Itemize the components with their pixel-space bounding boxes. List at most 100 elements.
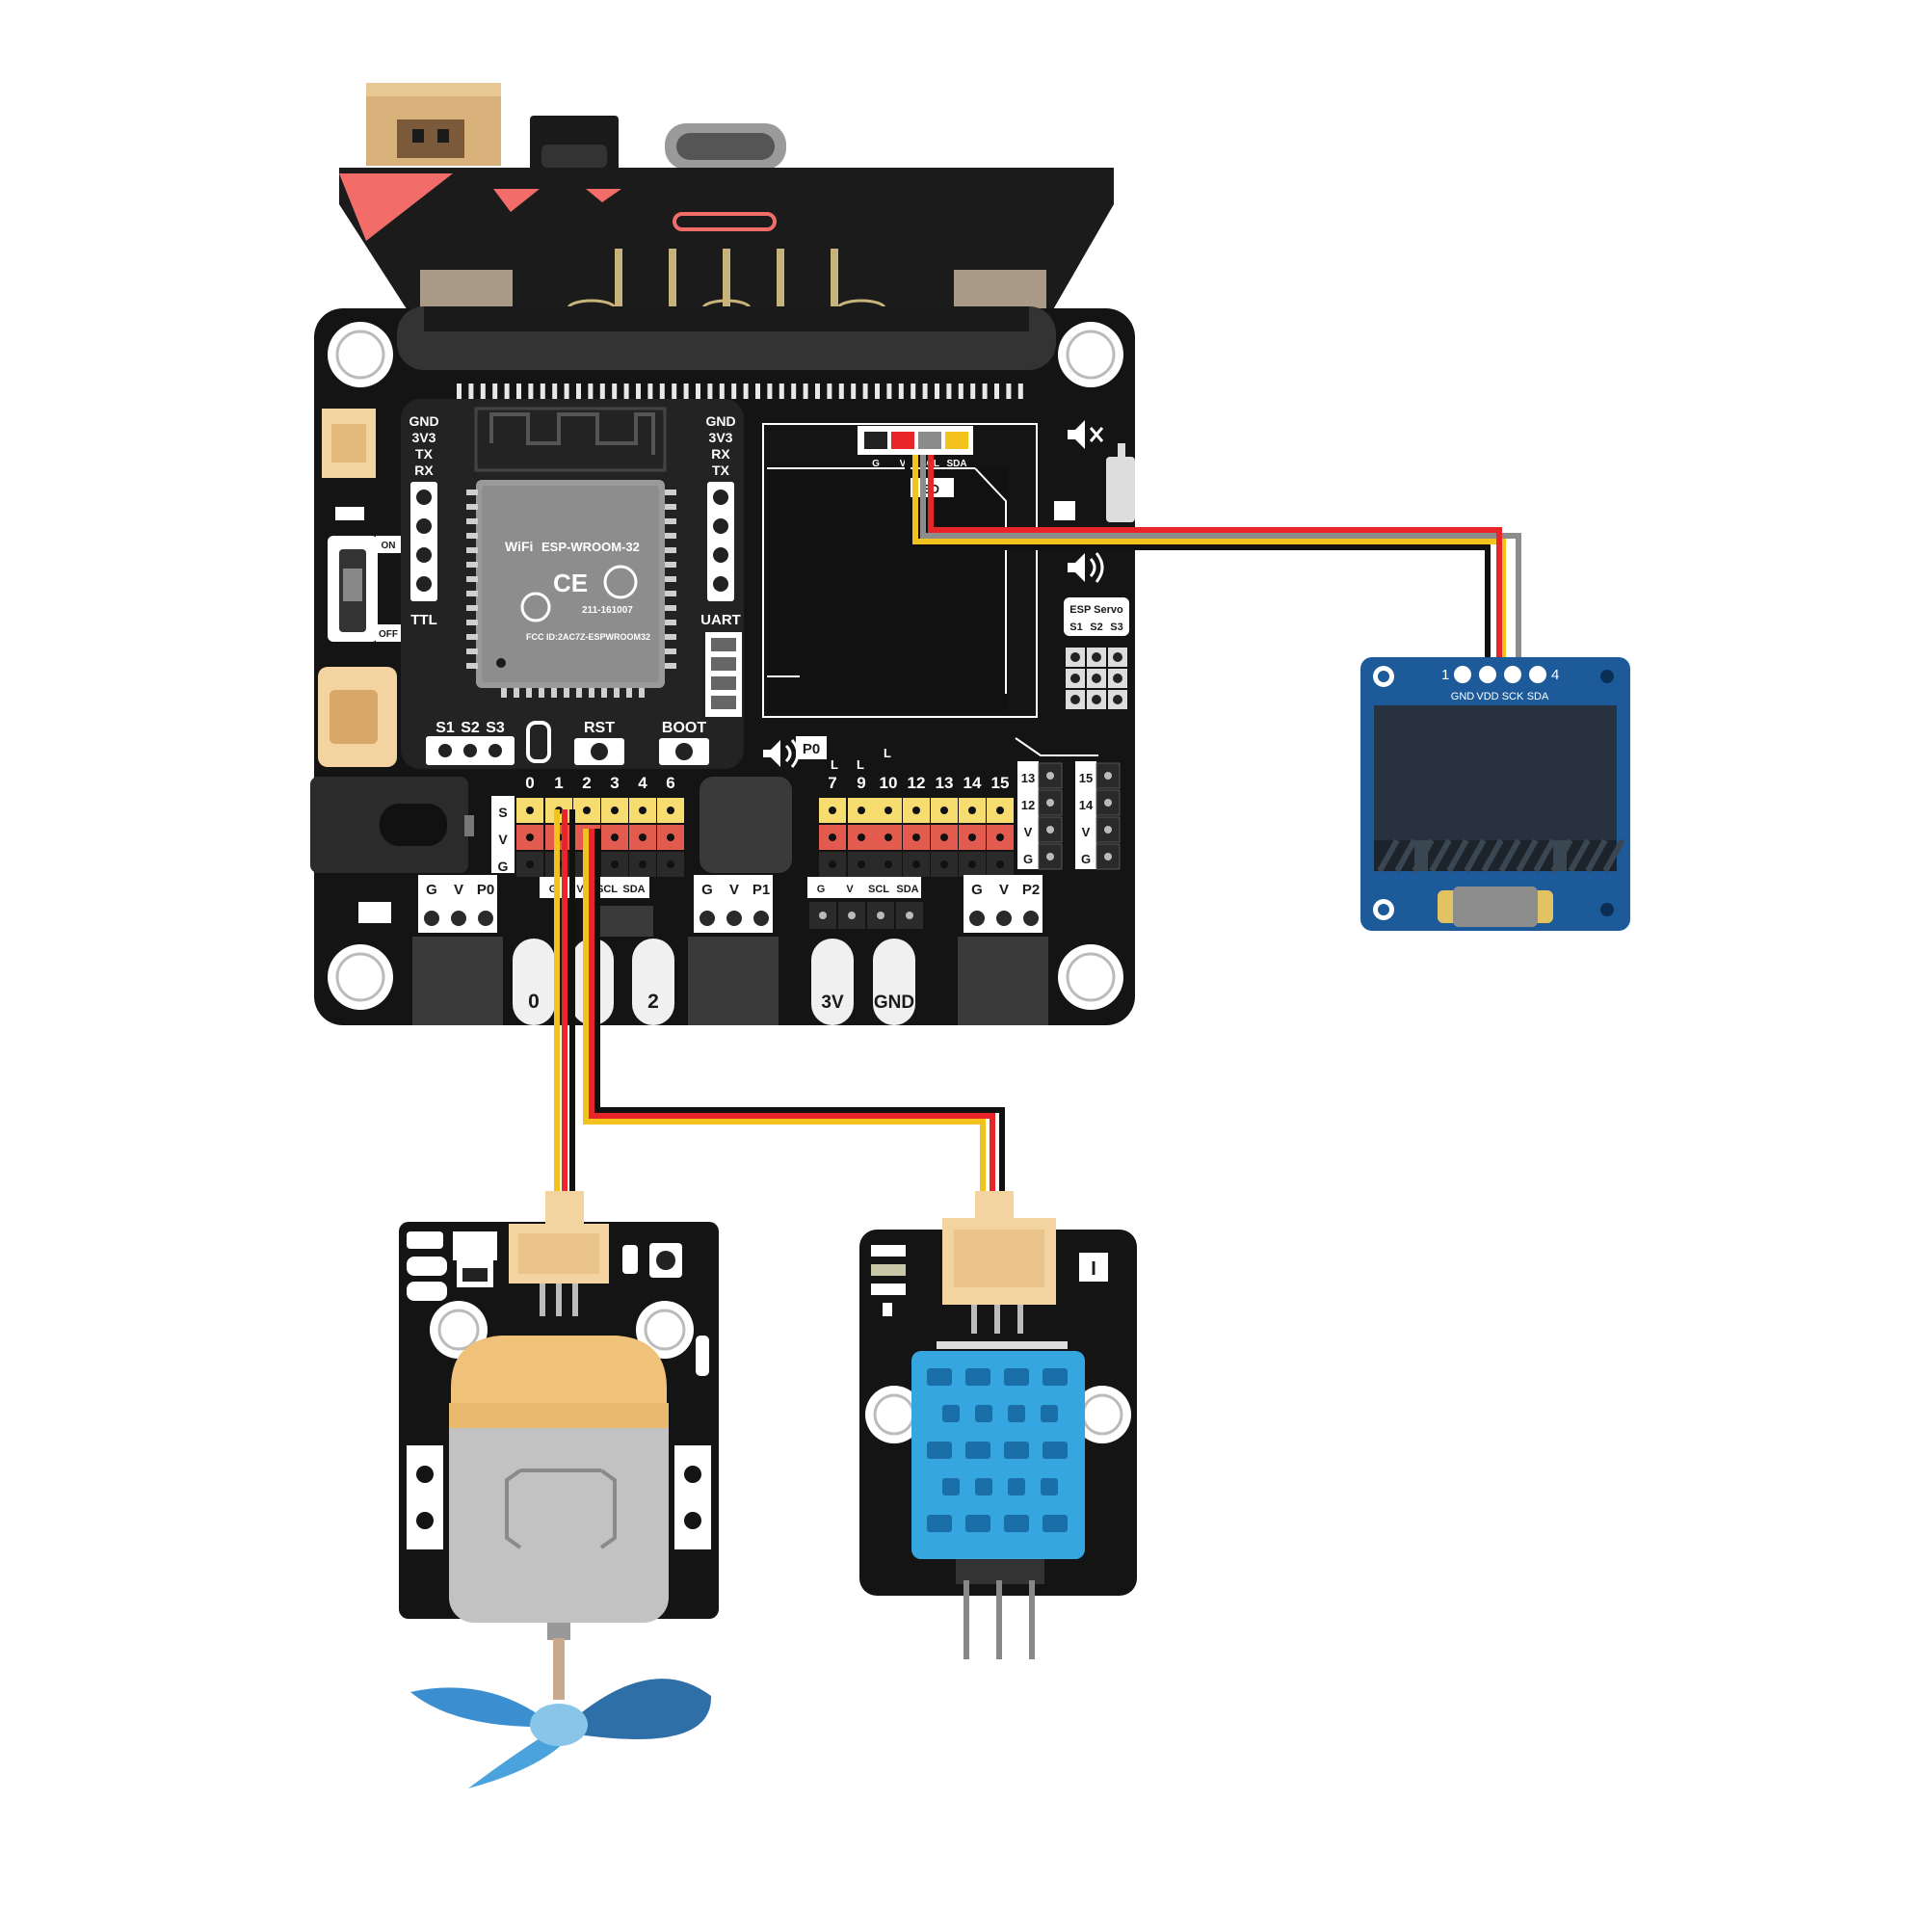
microbit-logo-stripe-3 [586, 189, 621, 202]
ttl-pin [416, 518, 432, 534]
dht-vent [1004, 1515, 1029, 1532]
fan-led-inner [656, 1251, 675, 1270]
rst-button-cap[interactable] [591, 743, 608, 760]
fcc-id: FCC ID:2AC7Z-ESPWROOM32 [526, 632, 650, 642]
edge-tooth [672, 384, 677, 399]
oled-stripe [1377, 838, 1400, 873]
edge-pad-label: GND [874, 992, 914, 1013]
edge-tooth [552, 384, 558, 399]
fan-bracket-hole-4 [684, 1512, 701, 1529]
display-area [767, 468, 1008, 713]
oled-pin-label: GND [1451, 691, 1475, 702]
battery-holder-icon [526, 721, 551, 763]
edge-pad [632, 939, 674, 1025]
edge-tooth [707, 384, 713, 399]
dht11-sensor [911, 1351, 1085, 1559]
sensor-hole-left-inner [873, 1393, 915, 1436]
header-pin [968, 860, 976, 868]
esp-pin-left [466, 663, 478, 669]
bottom-i2c-connector [599, 906, 653, 937]
port-pin [451, 911, 466, 926]
edge-tooth [911, 384, 916, 399]
bottom-i2c-label: V [576, 884, 584, 895]
display-area-outline [762, 423, 1038, 718]
edge-tooth [755, 384, 760, 399]
pin-number-label: 10 [880, 774, 898, 792]
esp-pin-bottom [576, 688, 582, 698]
esp-pin-bottom [601, 688, 607, 698]
power-switch-knob[interactable] [343, 569, 362, 601]
oled-pin-label: VDD [1476, 691, 1498, 702]
boot-button-cap[interactable] [675, 743, 693, 760]
motor-driver-chip [700, 777, 792, 873]
port-pin [996, 911, 1012, 926]
header-pin [912, 834, 920, 841]
edge-tooth [659, 384, 665, 399]
fan-plug [545, 1191, 584, 1224]
edge-tooth [767, 384, 773, 399]
oled-pin-gnd [1454, 666, 1471, 683]
speaker-icon-right [1068, 552, 1104, 583]
edge-tooth [958, 384, 964, 399]
row-label-strip [491, 796, 515, 873]
fan-module [399, 1222, 719, 1788]
oled-hole-br [1600, 903, 1614, 916]
motor-shaft [553, 1638, 565, 1700]
bottom-i2c-label: SCL [596, 884, 618, 895]
uart-pin-label: GND [705, 413, 735, 429]
bottom-i2c-label: SDA [896, 884, 918, 895]
port-pin [1023, 911, 1039, 926]
wire-to-oled [905, 455, 1521, 661]
row-label: V [498, 832, 508, 847]
edge-tooth [683, 384, 689, 399]
edge-tooth [588, 384, 594, 399]
edge-tooth [480, 384, 486, 399]
esp-servo-pin-label: S2 [1090, 622, 1102, 633]
esp-pin-left [466, 648, 478, 654]
expansion-board: ON OFF WiFi ESP-WROOM-32 CE 211-161007 F… [310, 306, 1135, 1025]
fan-side-bracket-right [674, 1445, 711, 1549]
port-label: V [454, 882, 463, 898]
servo-grid-pin [1070, 674, 1080, 683]
wire-to-sensor [583, 829, 1005, 1195]
header-pin [829, 860, 836, 868]
oled-hole-tr [1600, 670, 1614, 683]
l-mark: L [831, 757, 838, 772]
dht-vent [1004, 1442, 1029, 1459]
esp-pin-left [466, 634, 478, 640]
esp-pin-bottom [589, 688, 594, 698]
rcm-mark-icon [520, 592, 551, 622]
bottom-i2c-label: V [846, 884, 854, 895]
bottom-i2c-pin [906, 912, 913, 919]
esp-pin-left [466, 620, 478, 625]
port-label: G [701, 882, 713, 898]
sensor-pin-header [956, 1559, 1044, 1584]
edge-tooth [564, 384, 569, 399]
esp-pin-left [466, 533, 478, 539]
oled-wire-vdd [928, 455, 1502, 661]
side-switch-lever[interactable] [1118, 443, 1125, 461]
i2c-top-pin-scl [918, 432, 941, 449]
port-pin [424, 911, 439, 926]
oled-stripe [1464, 838, 1487, 873]
dht-vent [942, 1405, 960, 1422]
pin-number-label: 3 [610, 774, 619, 792]
port-label-bg [964, 875, 1043, 904]
header-pin [884, 807, 892, 814]
ttl-pin [416, 576, 432, 592]
audio-jack-hole [380, 804, 447, 846]
dht-vent [1008, 1478, 1025, 1495]
sensor-plug [975, 1191, 1014, 1224]
oled-stripe [1602, 838, 1625, 873]
edge-tooth [994, 384, 999, 399]
oled-pin-sck [1504, 666, 1521, 683]
fan-smd-3 [407, 1257, 447, 1276]
header-pin [667, 860, 674, 868]
side-switch[interactable] [1106, 457, 1135, 522]
side-header-pin [1046, 826, 1054, 834]
